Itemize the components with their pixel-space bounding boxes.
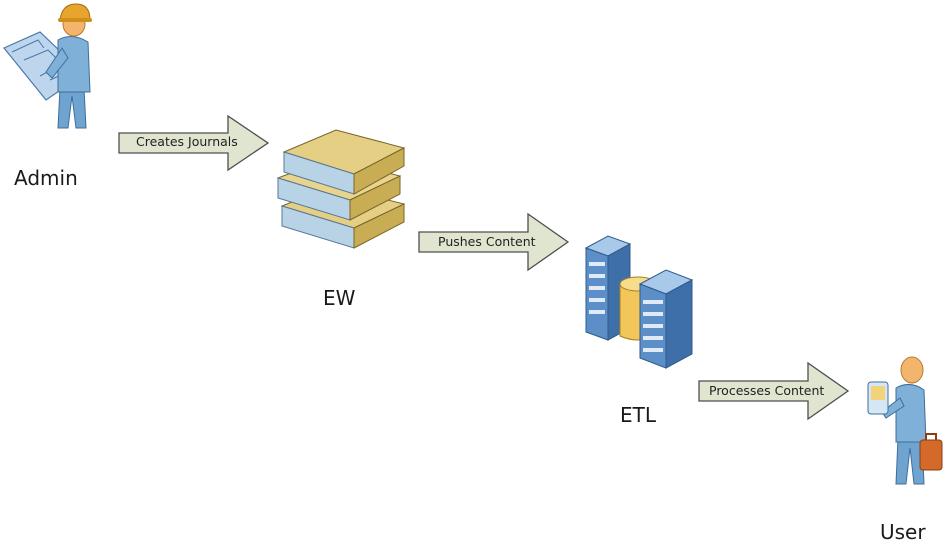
user-with-briefcase-icon xyxy=(867,356,943,485)
arrow-label-pushes-content: Pushes Content xyxy=(438,234,536,249)
arrow-processes-content: Processes Content xyxy=(698,361,850,421)
admin-node xyxy=(0,0,110,140)
admin-label: Admin xyxy=(14,166,78,190)
arrow-label-processes-content: Processes Content xyxy=(709,383,825,398)
admin-with-blueprint-icon xyxy=(3,3,92,129)
arrow-label-creates-journals: Creates Journals xyxy=(136,134,238,149)
arrow-shape xyxy=(418,212,570,272)
ew-label: EW xyxy=(323,286,356,310)
user-node xyxy=(858,354,944,490)
arrow-shape xyxy=(698,361,850,421)
ew-node xyxy=(272,116,412,254)
server-database-icon xyxy=(584,235,694,369)
arrow-pushes-content: Pushes Content xyxy=(418,212,570,272)
etl-node xyxy=(580,232,700,372)
user-label: User xyxy=(880,520,926,544)
etl-label: ETL xyxy=(620,403,656,427)
book-stack-icon xyxy=(276,129,406,249)
arrow-shape xyxy=(118,114,270,172)
arrow-creates-journals: Creates Journals xyxy=(118,114,270,172)
